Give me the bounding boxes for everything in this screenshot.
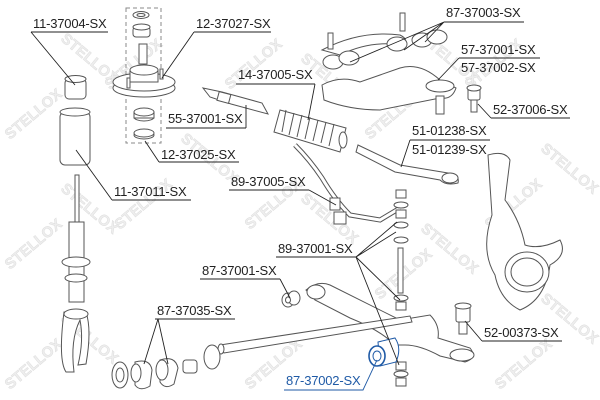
strut-mount-parts	[112, 11, 176, 140]
strut-mount-group-box	[125, 7, 162, 144]
dust-boot-part	[59, 107, 91, 166]
label-52-37006[interactable]: 52-37006-SX	[493, 102, 568, 117]
steering-boot-part	[273, 109, 348, 153]
label-12-37025[interactable]: 12-37025-SX	[161, 147, 236, 162]
label-11-37004[interactable]: 11-37004-SX	[33, 16, 107, 31]
label-14-37005[interactable]: 14-37005-SX	[238, 67, 313, 82]
ball-joint-upper-part	[466, 84, 482, 113]
tie-rod-part	[201, 87, 269, 115]
steering-knuckle-part	[486, 152, 563, 311]
label-87-37003[interactable]: 87-37003-SX	[446, 5, 521, 20]
bushing-part	[281, 290, 301, 308]
label-52-00373[interactable]: 52-00373-SX	[484, 325, 559, 340]
label-87-37002-highlighted[interactable]: 87-37002-SX	[286, 373, 361, 388]
shock-absorber-part	[60, 174, 91, 373]
label-57-37001[interactable]: 57-37001-SX	[461, 42, 536, 57]
label-51-01238[interactable]: 51-01238-SX	[412, 123, 487, 138]
lower-control-arm-part	[217, 282, 475, 363]
label-87-37001[interactable]: 87-37001-SX	[202, 263, 277, 278]
upper-control-arm-part	[320, 12, 448, 70]
idler-arm-part	[355, 144, 459, 185]
label-12-37027[interactable]: 12-37027-SX	[196, 16, 271, 31]
upper-a-arm-part	[321, 66, 457, 115]
label-55-37001[interactable]: 55-37001-SX	[168, 111, 243, 126]
label-89-37001[interactable]: 89-37001-SX	[278, 241, 353, 256]
label-11-37011[interactable]: 11-37011-SX	[114, 184, 187, 199]
stabilizer-link-part	[393, 189, 409, 387]
stabilizer-bar-part	[293, 143, 402, 225]
bump-stop-part	[64, 75, 87, 100]
leader-lines	[30, 21, 570, 391]
label-57-37002[interactable]: 57-37002-SX	[461, 60, 536, 75]
strut-rod-bushing-parts	[111, 344, 221, 390]
ball-joint-lower-part	[454, 302, 472, 335]
label-89-37005[interactable]: 89-37005-SX	[231, 174, 306, 189]
highlighted-bushing-part	[368, 337, 400, 367]
label-51-01239[interactable]: 51-01239-SX	[412, 142, 487, 157]
label-87-37035[interactable]: 87-37035-SX	[157, 303, 232, 318]
